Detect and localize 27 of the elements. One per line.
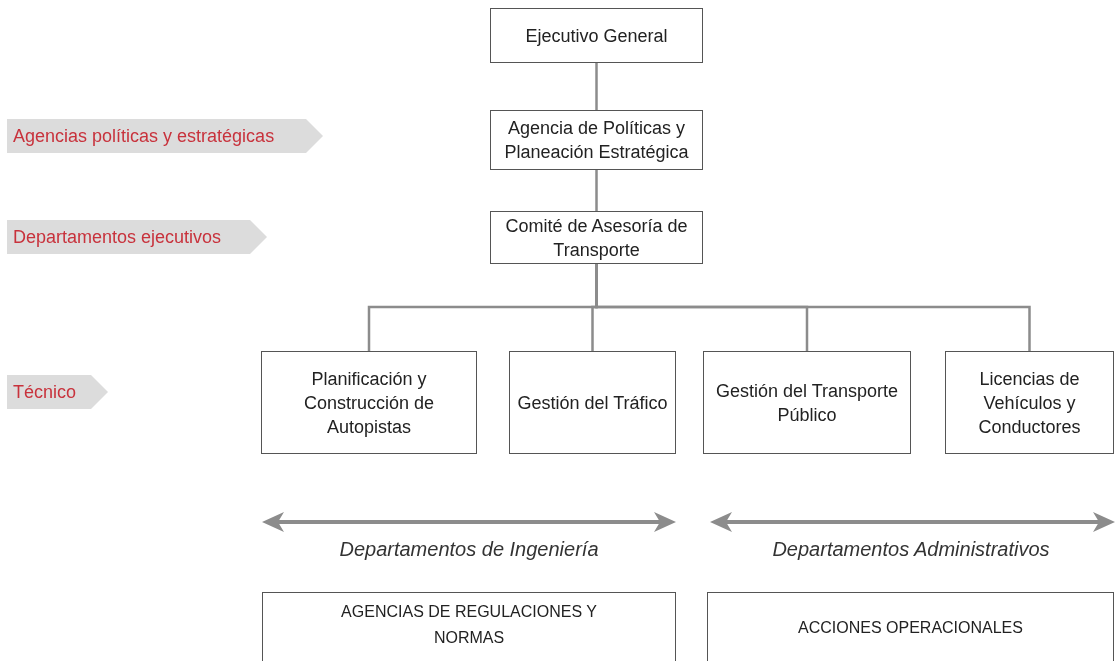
org-box bbox=[490, 110, 703, 170]
tag-label: Agencias políticas y estratégicas bbox=[13, 127, 275, 145]
box-label: Planificación y Construcción de Autopistas bbox=[302, 367, 436, 439]
box-label: Ejecutivo General bbox=[525, 24, 668, 48]
org-box bbox=[703, 351, 911, 454]
tag-label: Departamentos ejecutivos bbox=[13, 228, 222, 246]
org-box bbox=[707, 592, 1114, 661]
group-caption: Departamentos de Ingeniería bbox=[338, 537, 600, 562]
row-tag bbox=[7, 375, 108, 409]
box-label: Licencias de Vehículos y Conductores bbox=[977, 367, 1082, 439]
org-box bbox=[945, 351, 1114, 454]
org-box bbox=[509, 351, 676, 454]
box-label: Gestión del Tráfico bbox=[517, 391, 668, 415]
box-label: AGENCIAS DE REGULACIONES Y NORMAS bbox=[340, 602, 598, 648]
box-label: ACCIONES OPERACIONALES bbox=[798, 618, 1023, 638]
org-box bbox=[261, 351, 477, 454]
row-tag bbox=[7, 220, 267, 254]
org-box bbox=[490, 8, 703, 63]
box-label: Comité de Asesoría de Transporte bbox=[504, 214, 689, 262]
org-box bbox=[262, 592, 676, 661]
tag-label: Técnico bbox=[13, 383, 77, 401]
box-label: Agencia de Políticas y Planeación Estratégica bbox=[503, 117, 690, 164]
org-box bbox=[490, 211, 703, 264]
row-tag bbox=[7, 119, 323, 153]
connector-line bbox=[595, 63, 598, 110]
box-label: Gestión del Transporte Público bbox=[714, 379, 900, 427]
group-caption: Departamentos Administrativos bbox=[771, 537, 1051, 562]
